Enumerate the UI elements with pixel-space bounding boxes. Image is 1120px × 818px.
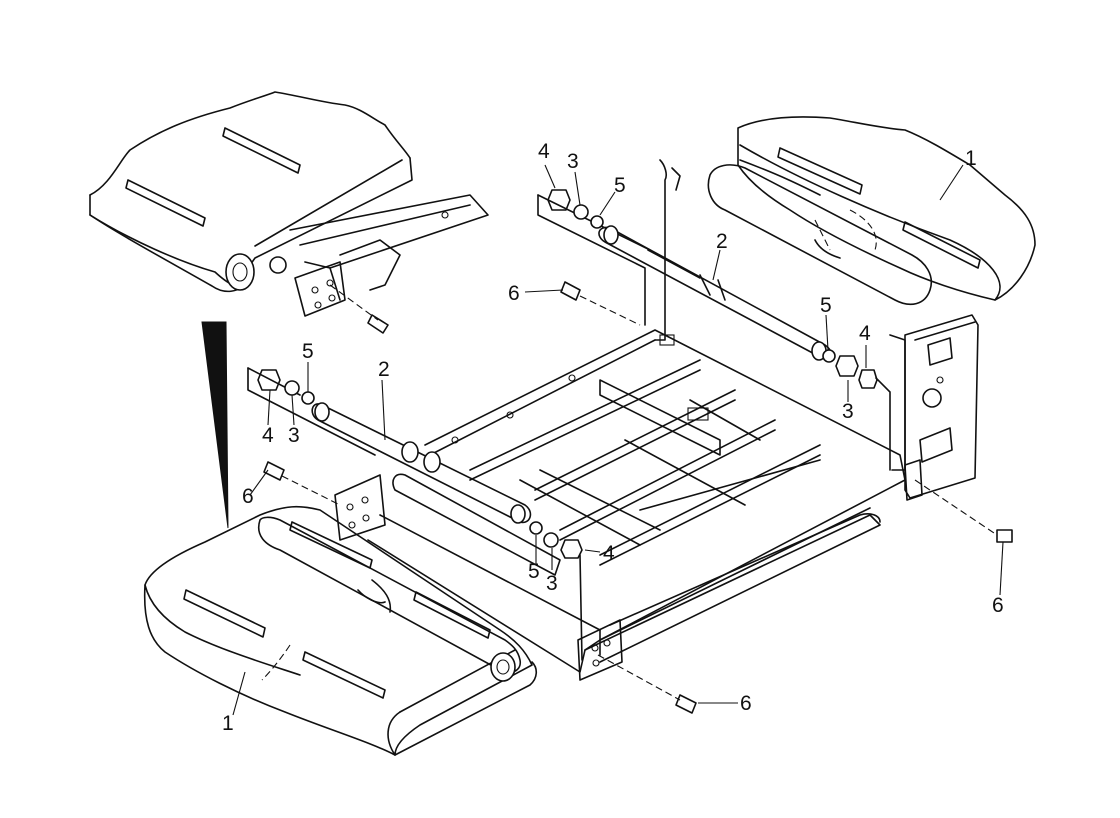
belt-assembly-bottom-left bbox=[143, 505, 538, 756]
frame-side-bar bbox=[392, 473, 561, 576]
callout-5: 5 bbox=[528, 560, 540, 583]
left-bracket bbox=[334, 474, 386, 541]
callout-3: 3 bbox=[567, 150, 579, 173]
bolt-icon bbox=[560, 281, 581, 301]
callout-3: 3 bbox=[842, 400, 854, 423]
callout-4: 4 bbox=[859, 322, 871, 345]
callout-2: 2 bbox=[716, 230, 728, 253]
callout-1: 1 bbox=[965, 147, 977, 170]
roller-nut bbox=[269, 256, 287, 274]
bolt-icon bbox=[263, 461, 285, 481]
front-bracket bbox=[577, 619, 623, 681]
right-end-plate bbox=[904, 314, 979, 499]
callout-6: 6 bbox=[992, 594, 1004, 617]
bolt-icon bbox=[675, 694, 697, 714]
callout-6: 6 bbox=[508, 282, 520, 305]
leader-lines bbox=[232, 164, 1004, 716]
shaft-upper bbox=[537, 194, 832, 361]
callout-3: 3 bbox=[288, 424, 300, 447]
callout-2: 2 bbox=[378, 358, 390, 381]
mount-plate bbox=[294, 261, 346, 317]
callout-4: 4 bbox=[538, 140, 550, 163]
drive-roller bbox=[707, 164, 932, 306]
bolt-icon bbox=[367, 314, 389, 334]
main-frame bbox=[334, 159, 979, 681]
callout-labels: 1 1 2 2 3 3 3 3 4 4 4 4 5 5 5 5 6 6 6 6 bbox=[222, 140, 1004, 735]
callout-3: 3 bbox=[546, 572, 558, 595]
belt-assembly-top-right bbox=[707, 116, 1036, 306]
callout-4: 4 bbox=[262, 424, 274, 447]
roller-end-cap bbox=[490, 652, 516, 682]
callout-5: 5 bbox=[820, 294, 832, 317]
callout-4: 4 bbox=[603, 542, 615, 565]
callout-1: 1 bbox=[222, 712, 234, 735]
bolt-icon bbox=[996, 529, 1013, 543]
belt-assembly-top-left bbox=[89, 91, 489, 334]
callout-6: 6 bbox=[740, 692, 752, 715]
callout-6: 6 bbox=[242, 485, 254, 508]
roller-end-cap bbox=[225, 253, 255, 291]
callout-5: 5 bbox=[614, 174, 626, 197]
hardware bbox=[257, 189, 1013, 714]
callout-5: 5 bbox=[302, 340, 314, 363]
shaded-wedge bbox=[201, 321, 229, 529]
